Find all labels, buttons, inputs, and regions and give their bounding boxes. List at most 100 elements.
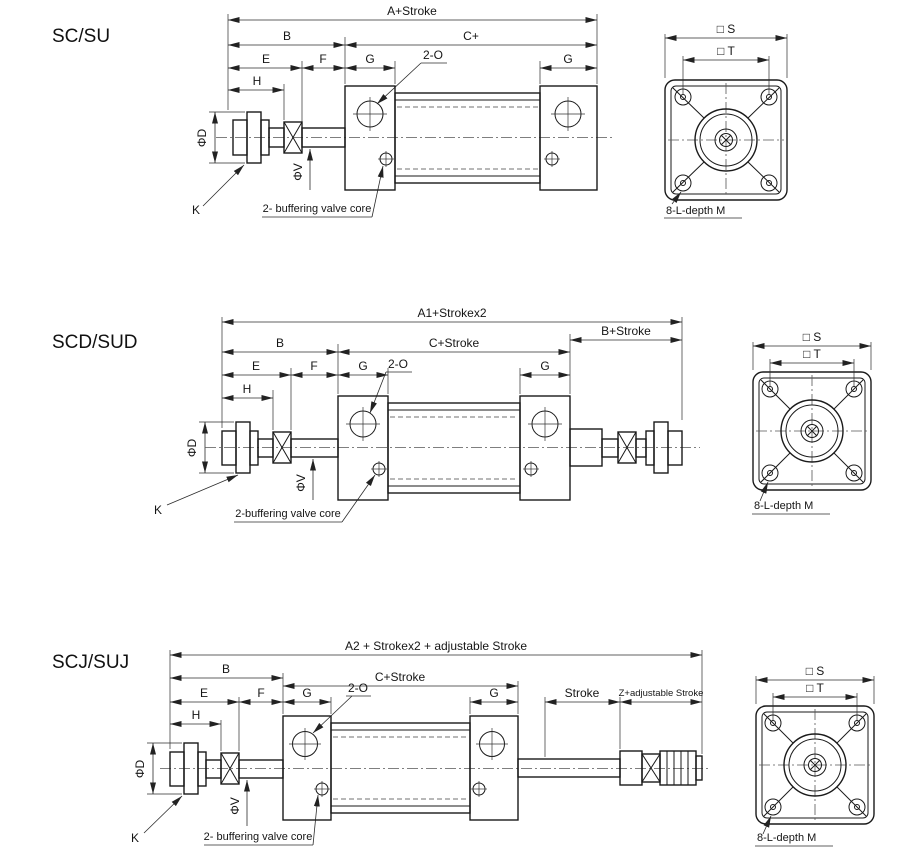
dim-c: C+Stroke: [429, 336, 480, 350]
dim-total-stroke: A1+Strokex2: [417, 306, 486, 320]
dim-g-left: G: [365, 52, 374, 66]
scj-suj-extension-lines: [169, 650, 703, 757]
dim-total-stroke: A+Stroke: [387, 4, 437, 18]
center-boss-circle: [780, 399, 844, 463]
series-label-scj-suj: SCJ/SUJ: [52, 652, 129, 673]
row-scj-suj: SCJ/SUJ A2 + Strokex2 + adjustable Strok…: [52, 639, 875, 847]
buffer-valve-rear: [523, 461, 539, 477]
piston-rod: [238, 759, 284, 779]
buffer-valve-front: [378, 151, 394, 167]
bolt-holes-label: 8-L-depth M: [754, 500, 813, 512]
rod-clevis-rear: [645, 421, 683, 474]
adjuster-lock-nut: [641, 753, 661, 783]
scj-suj-end-view: □ S □ T 8-L-depth M: [755, 664, 875, 847]
dim-b: B: [276, 336, 284, 350]
k-label: K: [154, 503, 162, 517]
square-s-label: □ S: [803, 330, 822, 344]
dim-e: E: [252, 359, 260, 373]
dim-f: F: [257, 686, 264, 700]
square-t-label: □ T: [803, 347, 821, 361]
dim-c: C+Stroke: [375, 670, 426, 684]
dim-e: E: [200, 686, 208, 700]
piston-rod: [205, 759, 222, 779]
rod-end-diameter-label: ΦD: [195, 129, 209, 148]
port-label: 2-O: [348, 681, 368, 695]
dim-f: F: [310, 359, 317, 373]
square-s-label: □ S: [806, 664, 825, 678]
flange-plate: [752, 371, 872, 491]
buffer-valve-rear: [471, 781, 487, 797]
sc-su-dimension-lines: A+Stroke B C+ E F G G H: [228, 4, 597, 93]
dim-h: H: [253, 74, 262, 88]
flange-plate: [755, 705, 875, 825]
scd-sud-cylinder-body: [205, 395, 700, 501]
rod-diameter-label: ΦV: [291, 163, 305, 181]
center-boss-circle: [694, 108, 758, 172]
dim-b: B: [222, 662, 230, 676]
square-t-label: □ T: [806, 681, 824, 695]
port-hole-rear: [551, 97, 585, 131]
buffer-valve-label: 2- buffering valve core: [204, 831, 313, 843]
port-hole-front: [346, 407, 380, 441]
port-hole-rear: [476, 728, 508, 760]
scj-suj-cylinder-body: [160, 715, 710, 821]
bolt-holes-label: 8-L-depth M: [666, 205, 725, 217]
piston-rod: [257, 438, 274, 458]
rod-nut: [283, 121, 303, 154]
dim-h: H: [243, 382, 252, 396]
dim-stroke: Stroke: [565, 686, 600, 700]
buffer-valve-label: 2-buffering valve core: [235, 508, 341, 520]
port-hole-rear: [528, 407, 562, 441]
cylinder-tube: [387, 402, 521, 494]
flange-plate: [664, 79, 788, 201]
dim-g-right: G: [540, 359, 549, 373]
cylinder-tube: [394, 92, 541, 184]
port-label: 2-O: [423, 48, 443, 62]
adjuster-threaded-section: [659, 750, 703, 786]
dim-g-left: G: [358, 359, 367, 373]
dim-h: H: [192, 708, 201, 722]
piston-rod: [290, 438, 339, 458]
rod-circle: [714, 128, 738, 152]
port-hole-front: [289, 728, 321, 760]
rod-diameter-label: ΦV: [294, 474, 308, 492]
adjuster-end-cap: [695, 755, 703, 781]
row-scd-sud: SCD/SUD A1+Strokex2 B C+Stroke B+Stroke …: [52, 306, 872, 523]
sc-su-end-view: □ S □ T 8-L-depth M: [664, 22, 788, 219]
scj-suj-dimension-lines: A2 + Strokex2 + adjustable Stroke B C+St…: [170, 639, 704, 727]
series-label-scd-sud: SCD/SUD: [52, 332, 138, 353]
k-label: K: [131, 831, 139, 845]
bolt-holes-label: 8-L-depth M: [757, 832, 816, 844]
buffer-valve-rear: [544, 151, 560, 167]
k-label: K: [192, 203, 200, 217]
dim-g-left: G: [302, 686, 311, 700]
dim-g-right: G: [489, 686, 498, 700]
buffer-valve-front: [371, 461, 387, 477]
port-label: 2-O: [388, 357, 408, 371]
dim-f: F: [319, 52, 326, 66]
rear-head: [539, 85, 598, 191]
sc-su-cylinder-body: [216, 85, 615, 191]
rod-end-diameter-label: ΦD: [185, 439, 199, 458]
adjuster-collar: [619, 750, 643, 786]
buffer-valve-front: [314, 781, 330, 797]
rod-end-diameter-label: ΦD: [133, 760, 147, 779]
dim-g-right: G: [563, 52, 572, 66]
series-label-sc-su: SC/SU: [52, 26, 110, 47]
dim-z-adjustable: Z+adjustable Stroke: [619, 688, 704, 699]
rod-diameter-label: ΦV: [228, 797, 242, 815]
dim-b: B: [283, 29, 291, 43]
buffer-valve-label: 2- buffering valve core: [263, 203, 372, 215]
port-hole-front: [353, 97, 387, 131]
dim-c: C+: [463, 29, 479, 43]
scd-sud-dimension-lines: A1+Strokex2 B C+Stroke B+Stroke E F G G …: [222, 306, 682, 401]
scd-sud-leader-labels: 2-O ΦD ΦV K 2-buffering valve core: [154, 357, 412, 523]
rear-piston-rod: [601, 438, 619, 458]
dim-total-stroke: A2 + Strokex2 + adjustable Stroke: [345, 639, 527, 653]
square-t-label: □ T: [717, 44, 735, 58]
rear-piston-rod: [635, 438, 647, 458]
row-sc-su: SC/SU A+Stroke B C+ E F G G H 2-O ΦD: [52, 4, 788, 219]
center-boss-circle: [783, 733, 847, 797]
